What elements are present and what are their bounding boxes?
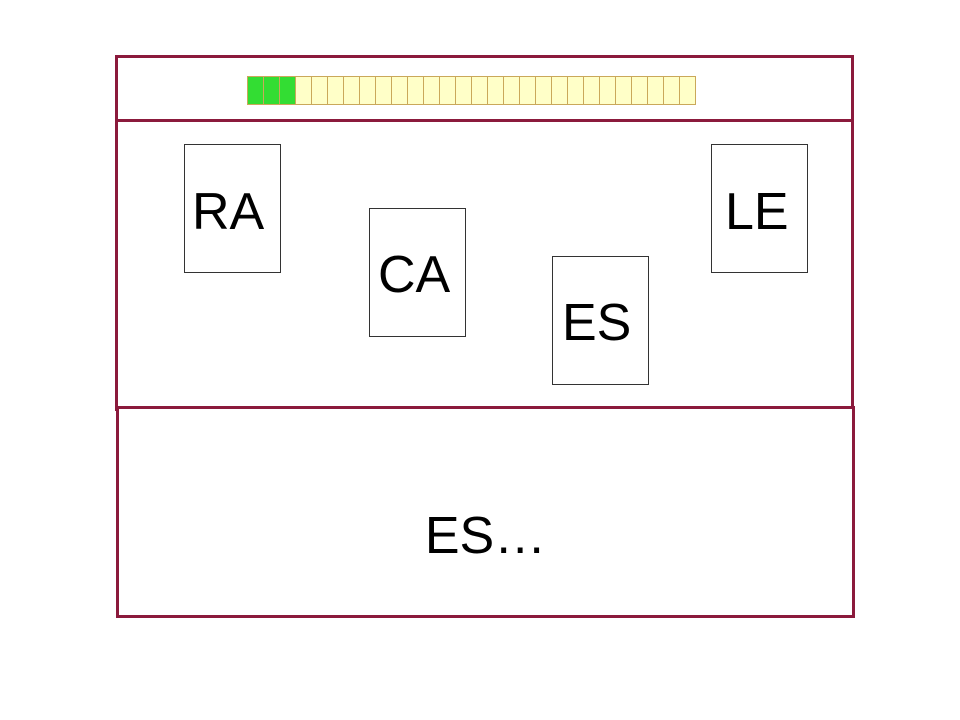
progress-segment-empty [376, 77, 392, 104]
progress-segment-empty [392, 77, 408, 104]
progress-segment-empty [504, 77, 520, 104]
syllable-card-label: RA [192, 183, 265, 241]
progress-segment-empty [616, 77, 632, 104]
progress-segment-empty [408, 77, 424, 104]
progress-segment-complete [280, 77, 296, 104]
progress-segment-complete [248, 77, 264, 104]
syllable-card-ra[interactable] [184, 144, 281, 273]
syllable-card-es[interactable] [552, 256, 649, 385]
progress-segment-empty [552, 77, 568, 104]
answer-text: ES… [424, 507, 547, 565]
progress-segment-empty [520, 77, 536, 104]
syllable-card-le[interactable] [711, 144, 808, 273]
progress-segment-empty [424, 77, 440, 104]
progress-segment-empty [344, 77, 360, 104]
progress-segment-empty [360, 77, 376, 104]
syllable-card-label: CA [378, 246, 451, 304]
syllable-card-label: LE [725, 183, 789, 241]
progress-segment-empty [568, 77, 584, 104]
progress-segment-empty [680, 77, 696, 104]
progress-segment-complete [264, 77, 280, 104]
progress-segment-empty [600, 77, 616, 104]
progress-segment-empty [664, 77, 680, 104]
progress-segment-empty [488, 77, 504, 104]
progress-segment-empty [456, 77, 472, 104]
progress-segment-empty [312, 77, 328, 104]
progress-segment-empty [584, 77, 600, 104]
progress-segment-empty [440, 77, 456, 104]
progress-segment-empty [296, 77, 312, 104]
progress-segment-empty [648, 77, 664, 104]
progress-segment-empty [632, 77, 648, 104]
progress-segment-empty [472, 77, 488, 104]
syllable-card-ca[interactable] [369, 208, 466, 337]
progress-segment-empty [328, 77, 344, 104]
progress-segment-empty [536, 77, 552, 104]
syllable-card-label: ES [562, 294, 632, 352]
answer-panel [116, 406, 855, 618]
progress-bar [247, 76, 696, 105]
